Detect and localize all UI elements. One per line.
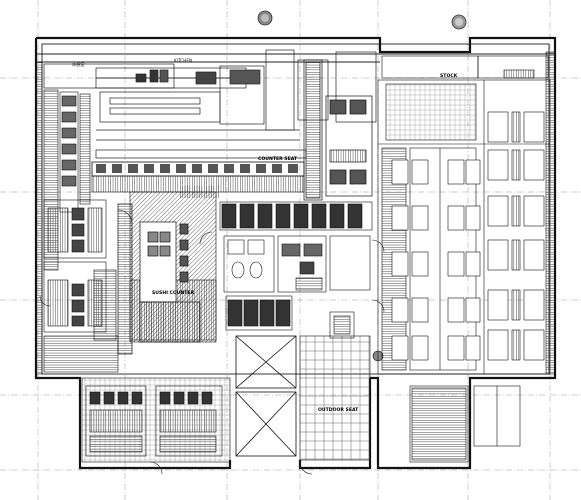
atrium-void <box>235 335 297 457</box>
private-tables-top <box>219 201 373 231</box>
sushi-counter <box>117 203 201 355</box>
stair <box>409 385 521 463</box>
left-banquette <box>43 89 91 271</box>
stock-room <box>381 55 549 141</box>
label-kitchen: KITCHEN <box>174 58 192 63</box>
private-tables-mid <box>225 295 293 331</box>
central-spine <box>303 59 373 201</box>
counter-seat-band <box>91 161 305 193</box>
booth-tables-right <box>487 111 545 361</box>
axis-markers <box>257 10 467 30</box>
outdoor-terrace <box>299 311 384 461</box>
washrooms <box>223 235 371 293</box>
label-top-left-room: 休憩室 <box>72 61 85 68</box>
label-outdoor-seat: OUTDOOR SEAT <box>318 407 359 413</box>
kitchen-zone <box>43 49 377 159</box>
label-sushi-counter: SUSHI COUNTER <box>152 290 195 296</box>
right-facade <box>35 51 556 375</box>
label-counter-seat: COUNTER SEAT <box>258 156 298 162</box>
label-stock: STOCK <box>440 73 458 79</box>
bottom-left-lounge <box>81 377 231 463</box>
left-dining-blocks <box>43 199 119 373</box>
booth-tables-left <box>391 159 481 361</box>
